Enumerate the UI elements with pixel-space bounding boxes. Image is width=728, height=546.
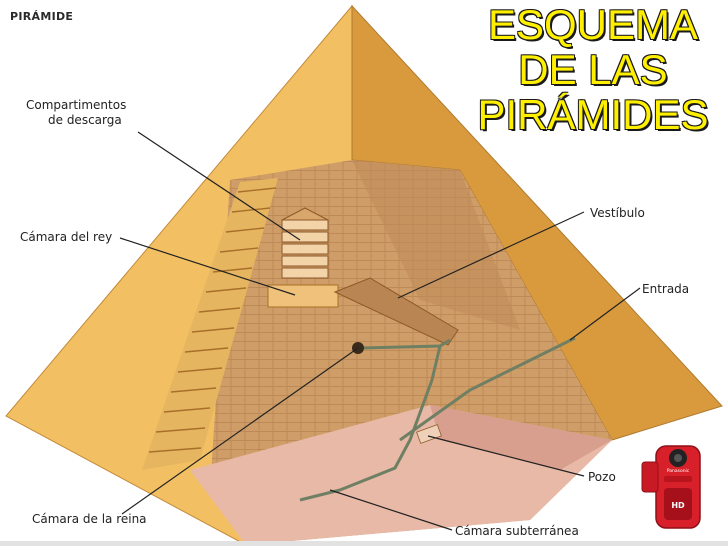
grand-gallery-steps [148, 187, 277, 453]
corridor-lines [299, 336, 576, 502]
label-camara-reina: Cámara de la reina [32, 512, 147, 526]
pyramid-inner-wall-shade [352, 160, 520, 330]
label-compartimentos: Compartimentos de descarga [26, 98, 127, 127]
label-vestibulo: Vestíbulo [590, 206, 645, 220]
title-line-2: DE LAS [518, 46, 668, 93]
label-camara-rey: Cámara del rey [20, 230, 113, 244]
king-chamber [267, 284, 339, 308]
diagram-corner-label: PIRÁMIDE [10, 10, 74, 23]
relief-compartments [281, 207, 329, 279]
diagram-title: ESQUEMA DE LAS PIRÁMIDES [462, 2, 724, 137]
label-entrada: Entrada [642, 282, 690, 296]
label-camara-subterranea: Cámara subterránea [455, 524, 579, 538]
label-pozo: Pozo [588, 470, 616, 484]
title-line-3: PIRÁMIDES [477, 91, 709, 138]
camcorder-brand: Panasonic [667, 468, 690, 474]
ascending-corridor [333, 277, 459, 346]
bottom-edge-bar [0, 541, 728, 546]
grand-gallery [142, 178, 278, 470]
title-line-1: ESQUEMA [487, 1, 699, 48]
camcorder-icon: HD Panasonic [634, 436, 718, 536]
camcorder-badge: HD [671, 501, 685, 510]
pozo-shaft [416, 424, 442, 444]
leader-lines [119, 131, 641, 531]
subterranean-shade [430, 405, 612, 470]
